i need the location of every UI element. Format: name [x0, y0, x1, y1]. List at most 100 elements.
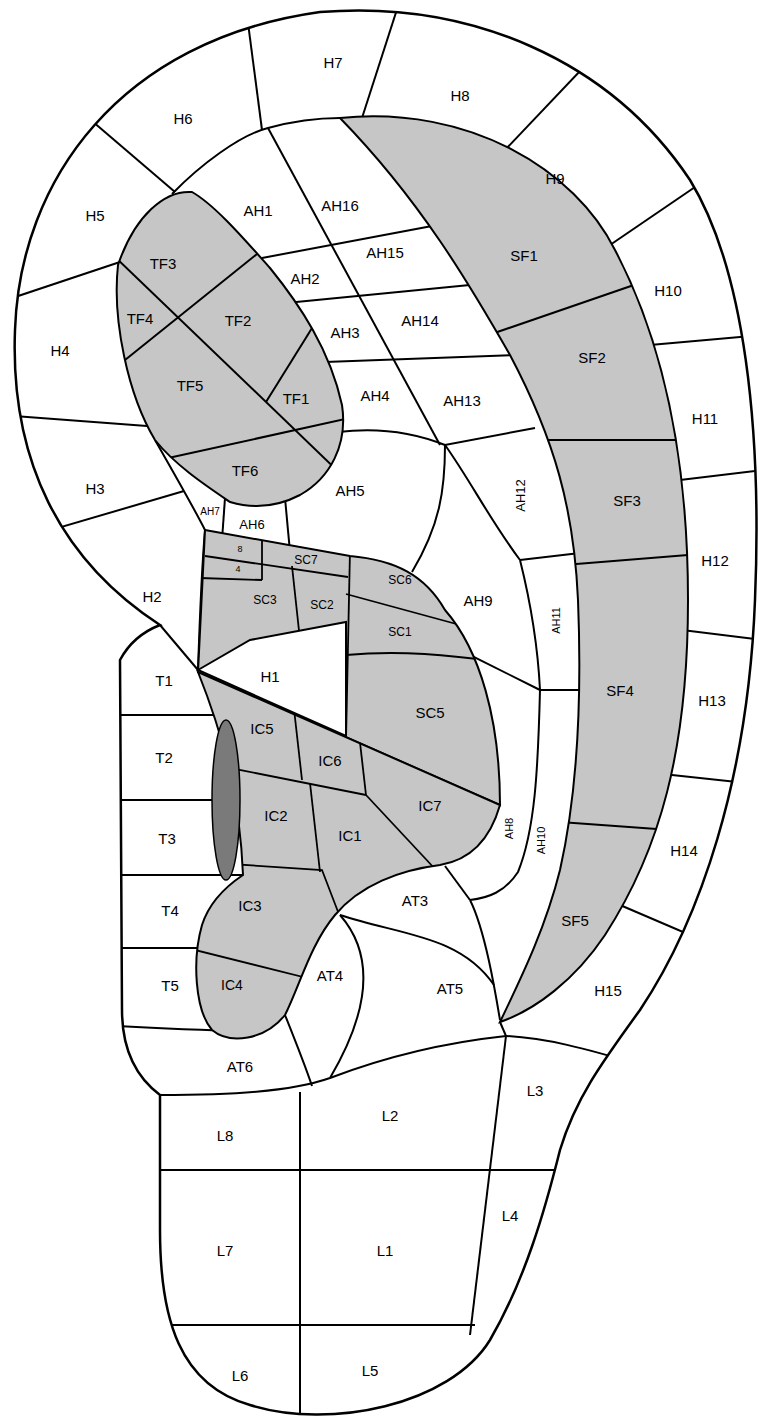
- zone-label: H6: [173, 111, 192, 126]
- zone-label: AH10: [537, 826, 548, 854]
- zone-border: [480, 276, 660, 338]
- ear-zone: AH4: [359, 387, 390, 404]
- ear-zone: AT4: [316, 967, 344, 984]
- ear-zone: T1: [154, 672, 174, 689]
- zone-label: AH11: [550, 607, 561, 634]
- ear-zone: T2: [154, 749, 174, 766]
- ear-zone: SC3: [252, 593, 277, 607]
- zone-border: [266, 312, 322, 402]
- ear-zone: TF2: [224, 312, 253, 329]
- zone-border: [470, 1036, 506, 1335]
- zone-label: AH5: [335, 483, 364, 498]
- zone-label: AH12: [514, 479, 527, 512]
- ear-zone: AH14: [400, 312, 440, 329]
- zone-border: [205, 556, 348, 577]
- ear-zone: T4: [160, 902, 180, 919]
- zone-label: AH7: [200, 507, 219, 517]
- zone-border: [520, 553, 580, 560]
- ear-zone: AH10: [536, 825, 549, 855]
- zone-label: IC4: [221, 978, 243, 992]
- zone-label: AT5: [437, 981, 463, 996]
- zone-border: [470, 900, 500, 1020]
- zone-label: SF3: [613, 493, 641, 508]
- zone-border: [330, 915, 363, 1078]
- zone-border: [325, 355, 515, 362]
- ear-zone: L7: [216, 1242, 235, 1259]
- ear-canal: [212, 720, 240, 880]
- zone-border: [362, 0, 400, 118]
- ear-outline: [15, 10, 757, 1414]
- zone-label: H3: [85, 481, 104, 496]
- zone-border: [672, 775, 764, 785]
- zone-label: L7: [217, 1243, 234, 1258]
- zone-label: SC1: [388, 626, 411, 638]
- zone-border: [261, 538, 263, 580]
- zone-label: AH2: [290, 271, 319, 286]
- zone-borders: [110, 250, 350, 478]
- zone-border: [366, 795, 450, 885]
- zone-border: [346, 653, 500, 662]
- ear-zone: SF1: [509, 247, 539, 264]
- ear-zone: H9: [544, 170, 565, 187]
- zone-border: [310, 783, 320, 872]
- zone-label: T5: [161, 978, 179, 993]
- shaded-zone: [196, 672, 500, 1038]
- zone-label: SF2: [578, 350, 606, 365]
- zone-border: [160, 1036, 506, 1095]
- ear-zone: H2: [141, 588, 162, 605]
- zone-label: SF4: [606, 683, 634, 698]
- zone-border: [346, 594, 460, 625]
- zone-border: [100, 874, 262, 876]
- zone-label: AH1: [243, 203, 272, 218]
- zone-label: 4: [235, 565, 240, 574]
- zone-label: H15: [594, 983, 622, 998]
- ear-zone: TF6: [231, 462, 260, 479]
- zone-label: TF6: [232, 463, 259, 478]
- zone-border: [299, 1092, 301, 1426]
- zone-border: [680, 470, 764, 480]
- zone-label: SC2: [310, 599, 333, 611]
- ear-ground: [15, 10, 757, 1414]
- zone-label: IC2: [264, 808, 287, 823]
- zone-border: [285, 1015, 312, 1086]
- white-zone: [198, 622, 346, 736]
- ear-zone: L1: [376, 1242, 395, 1259]
- ear-zone: AH16: [320, 197, 360, 214]
- ear-zone: H1: [259, 668, 280, 685]
- ear-zone: L2: [381, 1107, 400, 1124]
- zone-label: AH14: [401, 313, 439, 328]
- zone-label: T1: [155, 673, 173, 688]
- zone-border: [200, 578, 262, 580]
- zone-border: [550, 554, 700, 566]
- ear-zone: SC1: [387, 625, 412, 639]
- zone-border: [506, 1036, 640, 1065]
- zone-label: IC5: [250, 721, 273, 736]
- zone-label: L1: [377, 1243, 394, 1258]
- zone-label: H7: [323, 55, 342, 70]
- ear-zone: TF3: [149, 255, 178, 272]
- ear-zone: AH15: [365, 244, 405, 261]
- zone-label: H4: [50, 343, 69, 358]
- ear-zone: SC6: [387, 573, 412, 587]
- zone-label: AH4: [360, 388, 389, 403]
- ear-zone: AT5: [436, 980, 464, 997]
- zone-border: [445, 445, 520, 560]
- zone-label: H14: [670, 843, 698, 858]
- ear-zone: 4: [234, 564, 241, 575]
- zone-border: [160, 625, 198, 670]
- ear-zone: T5: [160, 977, 180, 994]
- ear-zone: H14: [669, 842, 699, 859]
- zone-label: TF4: [127, 311, 154, 326]
- zone-label: SC7: [294, 554, 317, 566]
- zone-label: H8: [450, 88, 469, 103]
- zone-label: H1: [260, 669, 279, 684]
- zone-label: TF3: [150, 256, 177, 271]
- ear-zone: IC1: [337, 827, 362, 844]
- zone-border: [195, 950, 315, 980]
- zone-border: [0, 491, 184, 545]
- zone-border: [292, 566, 300, 640]
- ear-zone: H4: [49, 342, 70, 359]
